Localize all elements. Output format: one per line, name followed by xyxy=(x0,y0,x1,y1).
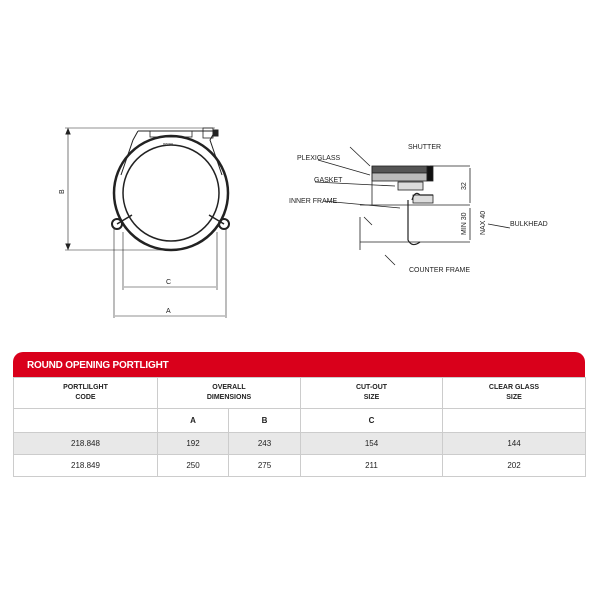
cell-b: 243 xyxy=(228,432,301,455)
cell-a: 250 xyxy=(157,454,229,477)
dim-max-40: NAX 40 xyxy=(480,211,487,235)
subheader-c: C xyxy=(300,408,443,433)
cell-clear-glass: 202 xyxy=(442,454,586,477)
cell-code: 218.848 xyxy=(13,432,158,455)
dim-label-c: C xyxy=(166,279,171,286)
dim-label-a: A xyxy=(166,308,171,315)
dim-min-30: MIN 30 xyxy=(461,212,468,235)
subheader xyxy=(13,408,158,433)
logo: nemo xyxy=(163,141,174,146)
label-bulkhead: BULKHEAD xyxy=(510,221,548,228)
cell-code: 218.849 xyxy=(13,454,158,477)
cell-a: 192 xyxy=(157,432,229,455)
cell-c: 211 xyxy=(300,454,443,477)
label-shutter: SHUTTER xyxy=(408,144,441,151)
subheader-a: A xyxy=(157,408,229,433)
label-plexiglass: PLEXIGLASS xyxy=(297,155,341,162)
cell-clear-glass: 144 xyxy=(442,432,586,455)
subheader xyxy=(442,408,586,433)
label-counter-frame: COUNTER FRAME xyxy=(409,267,470,274)
subheader-row: A B C xyxy=(13,408,586,433)
subheader-b: B xyxy=(228,408,301,433)
dim-32: 32 xyxy=(461,182,468,190)
dim-label-b: B xyxy=(59,189,66,194)
cell-b: 275 xyxy=(228,454,301,477)
technical-drawing: B C A nemo SHUTTER PLEXIGLASS GASKET INN… xyxy=(59,127,548,318)
table-title: ROUND OPENING PORTLIGHT xyxy=(13,352,585,377)
label-inner-frame: INNER FRAME xyxy=(289,198,338,205)
table-row: 218.849 250 275 211 202 xyxy=(13,454,586,477)
front-view xyxy=(65,127,230,318)
label-gasket: GASKET xyxy=(314,177,343,184)
table-row: 218.848 192 243 154 144 xyxy=(13,432,586,455)
cell-c: 154 xyxy=(300,432,443,455)
section-view xyxy=(314,146,511,266)
